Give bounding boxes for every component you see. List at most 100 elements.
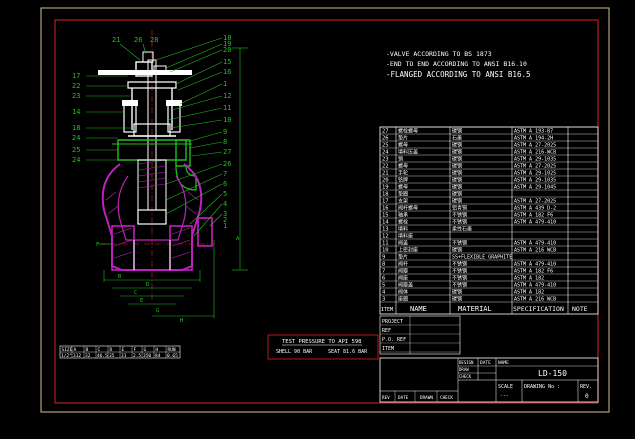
bom-material: 不锈钢 [452, 240, 467, 247]
bom-spec: ASTM A 29-1035 [514, 157, 556, 163]
dimension-header: E [122, 347, 125, 353]
seat-pressure: SEAT 81.6 BAR [328, 349, 368, 355]
bom-header-spec: SPECIFICATION [513, 305, 564, 313]
bom-spec: ASTM A 479-410 [514, 241, 556, 247]
bom-name: 垫片 [398, 254, 408, 261]
bom-item: 26 [382, 136, 389, 142]
bom-material: 碳钢 [452, 191, 462, 198]
dimension-letter: B [118, 274, 122, 280]
bom-spec: ASTM A 27-2025 [514, 164, 556, 170]
bom-item: 8 [382, 262, 385, 268]
signature-role-label: DESIGN [459, 360, 474, 365]
dimension-header: C [98, 347, 101, 353]
bom-item: 15 [382, 213, 389, 219]
bom-material: 不锈钢 [452, 275, 467, 282]
outer-frame [40, 7, 610, 413]
bom-material: 碳钢 [452, 149, 462, 156]
bom-spec: ASTM A 439 D-2 [514, 206, 556, 212]
title-name-label: NAME [498, 360, 509, 366]
dimension-value: 2.5 [133, 353, 141, 359]
dimension-value: 0.65 [167, 353, 178, 359]
dimension-header: G [144, 347, 147, 353]
project-field-label: P.O. REF [382, 337, 406, 343]
bom-item: 22 [382, 164, 389, 170]
balloon-label: 23 [72, 92, 80, 100]
balloon-label: 21 [112, 36, 120, 44]
bom-spec: ASTM A 182 [514, 276, 544, 282]
balloon-label: 5 [223, 190, 227, 198]
bom-name: 轴承 [398, 212, 408, 219]
project-field-label: ITEM [382, 346, 394, 352]
dimension-header: SIZE [62, 347, 73, 353]
bom-spec: ASTM A 479-410 [514, 262, 556, 268]
balloon-label: 10 [223, 116, 231, 124]
bom-name: 上密封座 [398, 247, 418, 254]
bom-spec: ASTM A 479-410 [514, 220, 556, 226]
bom-name: 阀瓣 [398, 268, 408, 275]
bom-header-name: NAME [410, 305, 427, 313]
bom-item: 6 [382, 276, 385, 282]
project-field-label: PROJECT [382, 319, 403, 325]
bom-spec: ASTM A 27-2025 [514, 143, 556, 149]
balloon-label: 20 [223, 46, 231, 54]
bom-material: 碳钢 [452, 163, 462, 170]
bom-name: 垫片 [398, 135, 408, 142]
dimension-value: 1/2" [61, 353, 72, 359]
dimension-value: 35 [109, 353, 115, 359]
balloon-label: 28 [150, 36, 158, 44]
bom-spec: ASTM A 29-1025 [514, 171, 556, 177]
bom-name: 阀杆螺母 [398, 205, 418, 212]
note-line: -END TO END ACCORDING TO ANSI B16.10 [386, 60, 527, 68]
balloon-label: 1 [223, 80, 227, 88]
bom-item: 17 [382, 199, 389, 205]
bom-item: 23 [382, 157, 389, 163]
bom-material: 碳钢 [452, 156, 462, 163]
balloon-label: 4 [223, 200, 227, 208]
bom-spec: ASTM A 182 [514, 290, 544, 296]
rev-label: REV. [580, 384, 592, 390]
bom-material: 不锈钢 [452, 212, 467, 219]
scale-label: SCALE [498, 384, 513, 390]
bom-item: 5 [382, 283, 385, 289]
dimension-value: 32 [85, 353, 91, 359]
bom-material: 不锈钢 [452, 282, 467, 289]
bom-name: 阀盖 [398, 240, 408, 247]
balloon-label: 2 [223, 216, 227, 224]
balloon-label: 16 [223, 68, 231, 76]
bom-material: 碳钢 [452, 289, 462, 296]
balloon-label: 18 [223, 34, 231, 42]
bom-item: 13 [382, 227, 389, 233]
dimension-value: 84 [155, 353, 161, 359]
bom-material: 不锈钢 [452, 268, 467, 275]
revision-column-label: DRAWN [420, 395, 433, 401]
bom-item: 24 [382, 150, 389, 156]
balloon-label: 6 [223, 180, 227, 188]
bom-material: 不锈钢 [452, 261, 467, 268]
bom-material: 石墨 [452, 136, 462, 142]
balloon-label: 19 [223, 40, 231, 48]
bom-material: 碳钢 [452, 170, 462, 177]
dimension-value: 31 [121, 353, 127, 359]
bom-name: 阀杆 [398, 261, 408, 268]
rev-value: 0 [585, 393, 589, 400]
balloon-label: 25 [72, 146, 80, 154]
bom-item: 21 [382, 171, 389, 177]
dimension-letter: H [180, 318, 183, 324]
bom-spec: ASTM A 216-WCB [514, 150, 556, 156]
bom-item: 19 [382, 185, 389, 191]
bom-name: 填料压盖 [398, 149, 418, 156]
balloon-label: 22 [72, 82, 80, 90]
bom-spec: ASTM A 29-1045 [514, 185, 556, 191]
bom-header-item: ITEM [381, 307, 393, 313]
bom-spec: ASTM A 182 F6 [514, 213, 553, 219]
balloon-label: 1 [223, 222, 227, 230]
balloon-label: 17 [72, 72, 80, 80]
bom-item: 20 [382, 178, 389, 184]
dimension-header: B [86, 347, 89, 353]
bom-spec: ASTM A 27-2025 [514, 199, 556, 205]
dimension-letter: G [156, 308, 159, 314]
dimension-value: 46.5 [97, 353, 108, 359]
